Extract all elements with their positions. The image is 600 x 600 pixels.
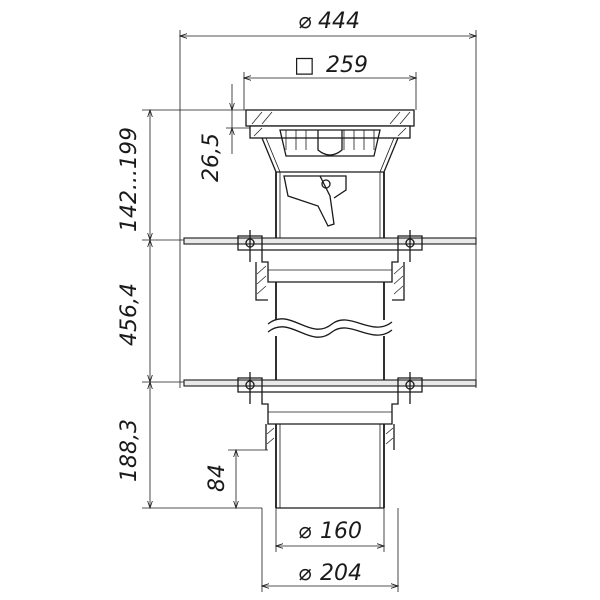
- grate-hatching: [251, 111, 411, 137]
- grate-bars: [279, 129, 381, 157]
- square-symbol: □: [294, 53, 315, 78]
- lower-coupling-hatching: [266, 427, 394, 445]
- inner-diameter-value: 160: [320, 519, 362, 544]
- upper-height-value: 142...199: [117, 127, 142, 232]
- drain-body: [183, 109, 477, 509]
- dim-grate-square: [244, 72, 416, 110]
- grate-height-value: 26,5: [199, 133, 224, 182]
- middle-coupling-hatching: [256, 265, 404, 295]
- dim-outer-diameter: [262, 508, 398, 592]
- diameter-symbol: ⌀: [298, 519, 312, 544]
- spigot-length-value: 84: [205, 464, 230, 492]
- dimension-labels: ⌀ 444 □ 259 26,5 142...199 456,4 188,3 8…: [117, 9, 368, 586]
- diameter-symbol: ⌀: [298, 561, 312, 586]
- label-grate-square: □ 259: [294, 53, 368, 78]
- middle-height-value: 456,4: [117, 283, 142, 346]
- dim-top-diameter: [180, 30, 476, 388]
- lower-height-value: 188,3: [117, 419, 142, 482]
- diameter-symbol: ⌀: [298, 9, 312, 34]
- grate-square-value: 259: [326, 53, 368, 78]
- dim-inner-diameter: [276, 508, 384, 552]
- label-top-diameter: ⌀ 444: [298, 9, 360, 34]
- dim-spigot-length: [228, 450, 268, 508]
- label-inner-diameter: ⌀ 160: [298, 519, 362, 544]
- outer-diameter-value: 204: [320, 561, 362, 586]
- label-outer-diameter: ⌀ 204: [298, 561, 362, 586]
- top-diameter-value: 444: [318, 9, 360, 34]
